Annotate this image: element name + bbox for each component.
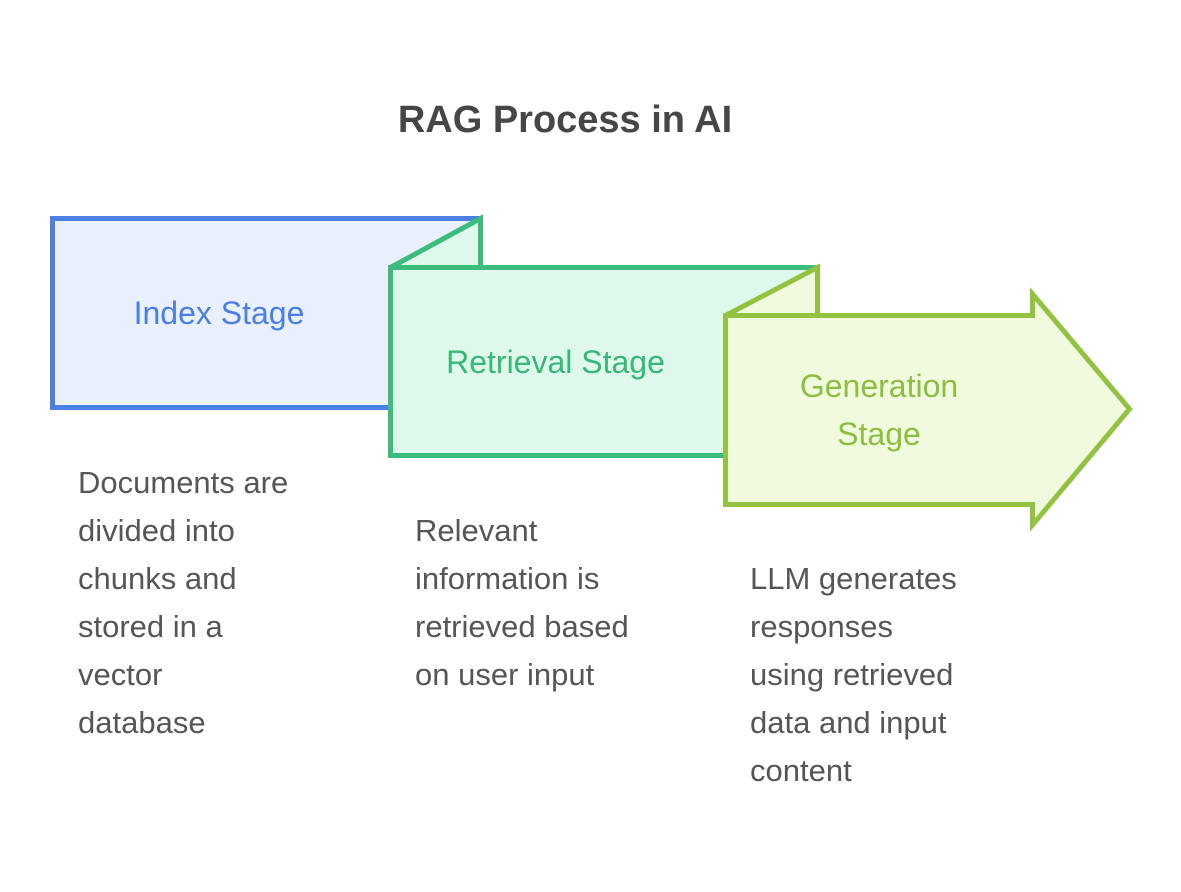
index-stage-description: Documents are divided into chunks and st… — [78, 465, 289, 740]
generation-stage-label: Generation Stage — [799, 368, 959, 452]
generation-stage-fold-icon — [724, 263, 820, 318]
retrieval-stage-label: Retrieval Stage — [446, 343, 665, 380]
generation-stage-arrow-shape — [723, 287, 1133, 532]
index-stage-label: Index Stage — [133, 295, 305, 331]
generation-stage-description: LLM generates responses using retrieved … — [750, 561, 957, 788]
retrieval-stage-description: Relevant information is retrieved based … — [415, 513, 629, 692]
diagram-title: RAG Process in AI — [397, 99, 733, 141]
retrieval-stage-fold-icon — [389, 214, 483, 270]
